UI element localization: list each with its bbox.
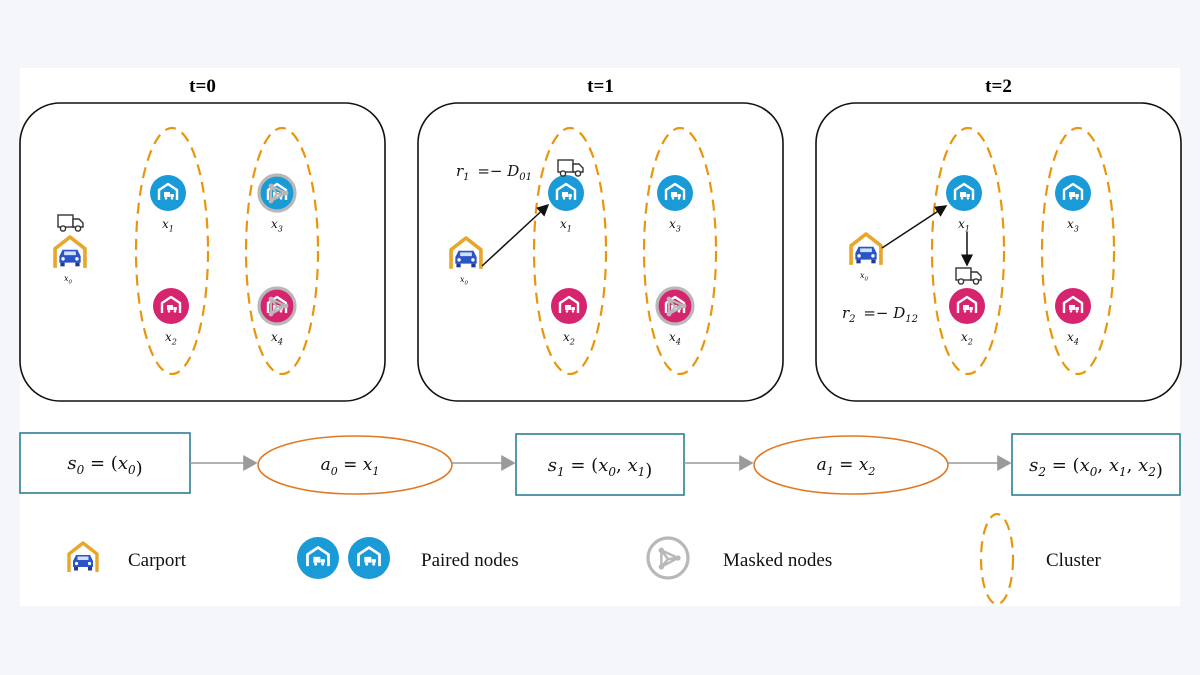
panel-title: t=1 <box>587 76 614 97</box>
node-label-x4: x4 <box>271 330 283 347</box>
node-label-x3: x3 <box>1067 217 1079 234</box>
node-label-x3: x3 <box>271 217 283 234</box>
route-arrow <box>881 205 948 249</box>
node-label-x1: x1 <box>162 217 174 234</box>
node-x1-icon <box>548 175 584 211</box>
mask-icon <box>257 173 297 213</box>
mask-icon <box>257 286 297 326</box>
state-box-s1 <box>515 433 685 496</box>
cluster-left <box>930 126 1006 376</box>
legend-masked-label: Masked nodes <box>723 550 832 571</box>
node-x2-icon <box>551 288 587 324</box>
node-x2-icon <box>153 288 189 324</box>
depot-icon <box>449 236 483 269</box>
figure-canvas <box>20 68 1180 606</box>
node-x3-icon <box>657 175 693 211</box>
depot-label: x0 <box>64 274 73 285</box>
reward-label: r2 =− D12 <box>842 304 918 325</box>
legend: Carport Paired nodes Masked nodes Cluster <box>67 512 1102 606</box>
action-ellipse-a1 <box>753 435 949 495</box>
paired-node-legend-icon <box>297 537 339 579</box>
cluster-left <box>532 126 608 376</box>
cluster-right <box>1040 126 1116 376</box>
state-s1: s1 = (x0, x1) <box>548 455 653 481</box>
masked-node-legend-icon <box>646 536 690 580</box>
node-label-x1: x1 <box>958 217 970 234</box>
node-label-x2: x2 <box>961 330 973 347</box>
reward-label: r1 =− D01 <box>456 162 532 183</box>
state-s2: s2 = (x0, x1, x2) <box>1029 455 1163 481</box>
panel-title: t=2 <box>985 76 1012 97</box>
cluster-left <box>134 126 210 376</box>
node-x3-icon <box>1055 175 1091 211</box>
panel-frame <box>815 102 1182 402</box>
action-a1: a1 = x2 <box>817 455 876 478</box>
paired-node-legend-icon <box>348 537 390 579</box>
truck-icon <box>57 214 84 232</box>
action-a0: a0 = x1 <box>321 455 380 478</box>
legend-carport-label: Carport <box>128 550 187 571</box>
node-label-x2: x2 <box>563 330 575 347</box>
state-box-s0 <box>19 432 191 494</box>
node-x1-icon <box>946 175 982 211</box>
node-x1-icon <box>150 175 186 211</box>
mask-icon <box>655 286 695 326</box>
action-ellipse-a0 <box>257 435 453 495</box>
depot-icon <box>849 232 883 265</box>
state-s0: s0 = (x0) <box>67 453 142 479</box>
node-label-x4: x4 <box>1067 330 1079 347</box>
route-arrow <box>481 203 550 267</box>
cluster-legend-icon <box>979 512 1015 606</box>
panel-t2: t=2 x0 x1 x2 x3 x4 r2 =− D12 <box>815 76 1182 402</box>
legend-cluster-label: Cluster <box>1046 550 1102 571</box>
cluster-right <box>642 126 718 376</box>
panel-t0: t=0 x0 x1 x2 x3 x4 <box>19 76 386 402</box>
panel-frame <box>417 102 784 402</box>
truck-icon <box>557 159 584 177</box>
cluster-right <box>244 126 320 376</box>
node-x2-icon <box>949 288 985 324</box>
depot-label: x0 <box>460 275 469 286</box>
legend-paired-label: Paired nodes <box>421 550 519 571</box>
truck-icon <box>955 267 982 285</box>
panel-frame <box>19 102 386 402</box>
depot-label: x0 <box>860 271 869 282</box>
state-box-s2 <box>1011 433 1181 496</box>
node-label-x3: x3 <box>669 217 681 234</box>
depot-icon <box>53 235 87 268</box>
node-label-x1: x1 <box>560 217 572 234</box>
carport-legend-icon <box>67 541 99 572</box>
sequence-row: s0 = (x0) a0 = x1 s1 = (x0, x1) a1 = x2 s2 =… <box>19 432 1181 496</box>
node-label-x2: x2 <box>165 330 177 347</box>
node-label-x4: x4 <box>669 330 681 347</box>
panel-title: t=0 <box>189 76 216 97</box>
panel-t1: t=1 x0 x1 x2 x3 x4 r1 =− D01 <box>417 76 784 402</box>
node-x4-icon <box>1055 288 1091 324</box>
